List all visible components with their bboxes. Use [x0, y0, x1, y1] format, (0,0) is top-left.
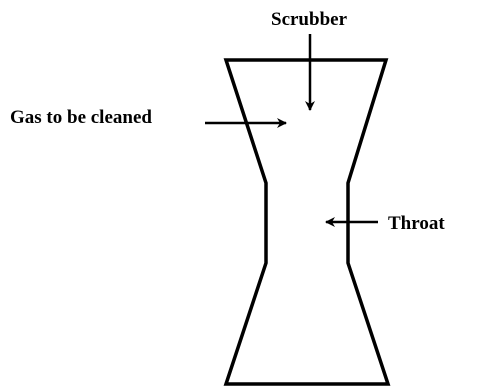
- scrubber-label: Scrubber: [271, 9, 348, 30]
- gas-inlet-label: Gas to be cleaned: [10, 107, 152, 128]
- throat-label: Throat: [388, 213, 445, 234]
- venturi-outline: [223, 58, 391, 386]
